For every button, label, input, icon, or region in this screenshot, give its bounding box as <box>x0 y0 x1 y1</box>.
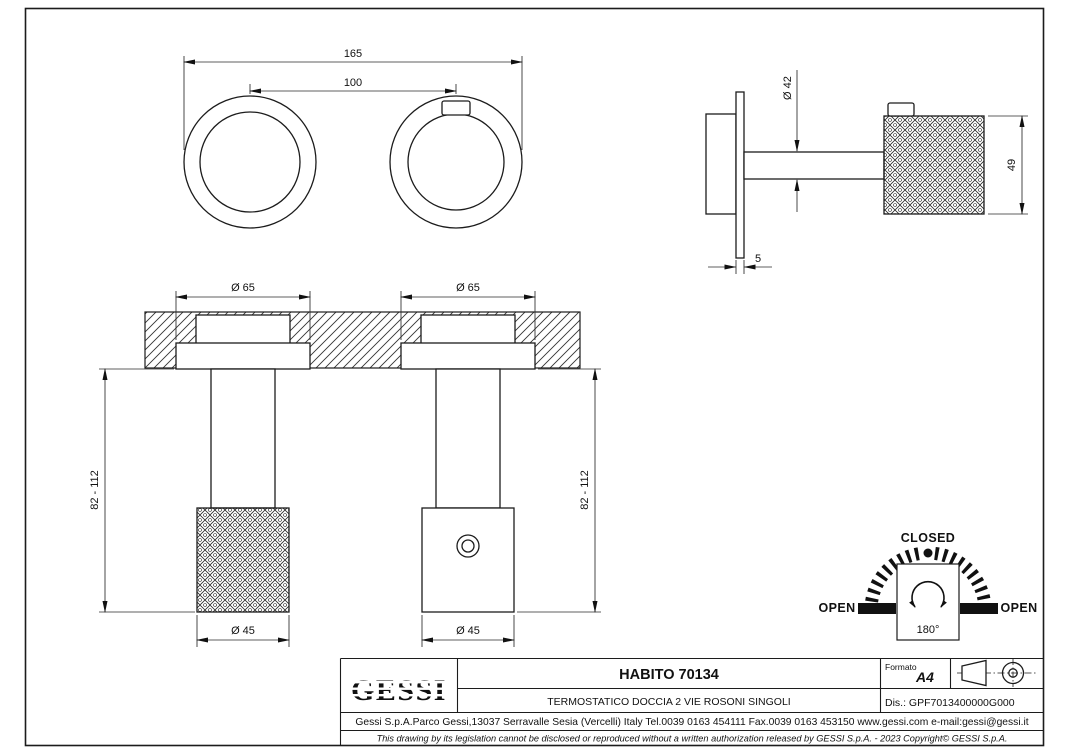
projection-cone <box>961 659 987 687</box>
in-wall-body <box>705 113 737 215</box>
dim-knob-length-label: 49 <box>1006 159 1018 171</box>
closed-position-dot <box>923 548 933 558</box>
format-value: A4 <box>915 669 934 685</box>
dim-depth-left-label: 82 - 112 <box>89 470 101 510</box>
rotation-arrow-icon <box>909 580 947 608</box>
rotation-dial-diagram: CLOSED OPEN OPEN 180° <box>818 531 1037 641</box>
handle-button-inner <box>461 539 475 553</box>
dim-rosette-diameter-left-label: Ø 65 <box>231 282 255 294</box>
sheet-border-frame <box>24 7 1045 747</box>
dim-overall-width-label: 165 <box>344 48 362 60</box>
dim-stem-diameter-label: Ø 42 <box>782 76 794 100</box>
left-rosette-flange <box>175 342 311 370</box>
left-knurled-handle <box>196 507 290 613</box>
left-rosette-inner <box>199 111 301 213</box>
left-valve-body <box>210 368 276 509</box>
wall-plate <box>735 91 745 259</box>
logo-stripe <box>352 694 446 697</box>
right-rosette-flange <box>400 342 536 370</box>
tick-arc-left <box>864 546 923 611</box>
disclaimer: This drawing by its legislation cannot b… <box>377 734 1008 744</box>
gessi-logo: GESSI <box>351 674 447 707</box>
right-smooth-handle <box>421 507 515 613</box>
side-view: Ø 42 49 5 <box>705 70 1028 274</box>
handle-stem <box>743 151 885 180</box>
open-stop-bar-right <box>960 603 998 614</box>
projection-symbol-icon <box>957 659 1038 687</box>
company-info: Gessi S.p.A.Parco Gessi,13037 Serravalle… <box>355 717 1028 728</box>
rotation-angle-label: 180° <box>917 624 940 636</box>
drawing-code: Dis.: GPF7013400000G000 <box>885 697 1015 709</box>
knurled-knob <box>883 115 985 215</box>
handle-button-outer <box>456 534 480 558</box>
dim-plate-thickness-label: 5 <box>755 253 761 265</box>
dim-handle-diameter-right-label: Ø 45 <box>456 625 480 637</box>
left-rosette-outer <box>183 95 317 229</box>
knob-index-tab <box>887 102 915 117</box>
product-subtitle: TERMOSTATICO DOCCIA 2 VIE ROSONI SINGOLI <box>547 696 790 708</box>
dim-depth-right-label: 82 - 112 <box>579 470 591 510</box>
product-title: HABITO 70134 <box>619 667 719 683</box>
front-view: 165 100 <box>183 48 523 229</box>
open-left-label: OPEN <box>818 601 855 615</box>
title-block: GESSI HABITO 70134 TERMOSTATICO DOCCIA 2… <box>339 657 1044 746</box>
tick-arc-right <box>933 546 992 611</box>
logo-stripe <box>352 681 446 684</box>
dim-handle-diameter-left-label: Ø 45 <box>231 625 255 637</box>
logo-stripe <box>352 687 446 690</box>
dim-rosette-diameter-right-label: Ø 65 <box>456 282 480 294</box>
right-valve-body <box>435 368 501 509</box>
open-stop-bar-left <box>858 603 896 614</box>
open-right-label: OPEN <box>1000 601 1037 615</box>
closed-label: CLOSED <box>901 531 956 545</box>
dim-center-distance-label: 100 <box>344 77 362 89</box>
right-rosette-outer <box>389 95 523 229</box>
handle-index-tab <box>441 100 471 116</box>
wall-section-views: Ø 65 Ø 65 Ø 45 Ø 45 82 - 112 82 - 112 <box>89 282 601 647</box>
format-label: Formato <box>885 662 917 672</box>
